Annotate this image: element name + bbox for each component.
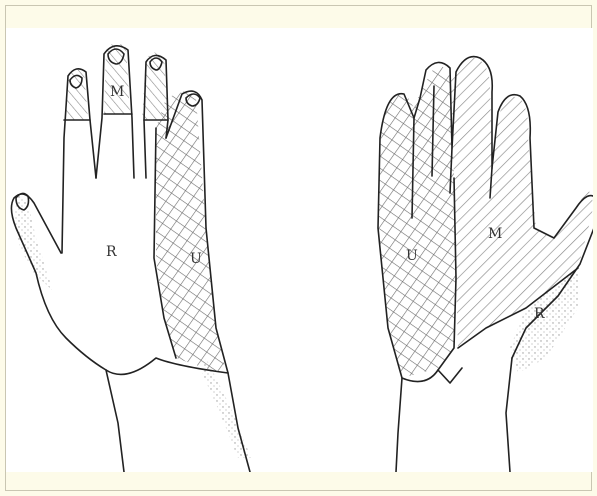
left-label-radial: R xyxy=(106,244,117,260)
right-label-median: M xyxy=(488,226,502,242)
right-forearm-outline xyxy=(396,358,512,472)
right-label-radial: R xyxy=(534,306,545,322)
left-label-ulnar: U xyxy=(190,251,202,267)
hands-svg: M R U U M xyxy=(6,28,593,472)
figure-frame: M R U U M xyxy=(5,5,592,491)
right-label-ulnar: U xyxy=(406,248,418,264)
left-hand: M R U xyxy=(11,42,251,472)
left-label-median: M xyxy=(110,84,124,100)
right-hand: U M R xyxy=(378,57,593,472)
hand-innervation-illustration: M R U U M xyxy=(6,28,593,472)
